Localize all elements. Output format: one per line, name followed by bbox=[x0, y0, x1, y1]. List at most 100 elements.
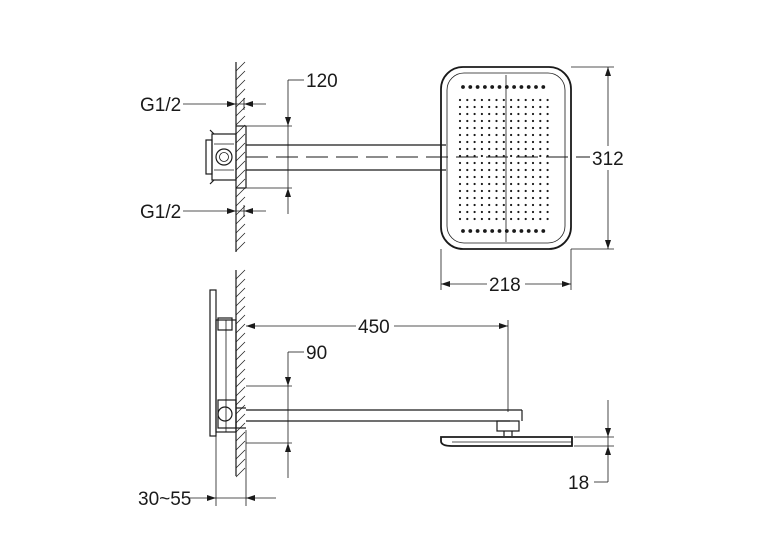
nozzle-dot bbox=[539, 112, 542, 116]
nozzle-dot bbox=[466, 175, 469, 179]
nozzle-dot bbox=[490, 229, 495, 233]
nozzle-dot bbox=[539, 133, 542, 137]
nozzle-dot bbox=[524, 175, 527, 179]
nozzle-dot bbox=[546, 203, 549, 207]
wall-hatch-line bbox=[235, 395, 246, 406]
nozzle-dot bbox=[458, 161, 462, 165]
nozzle-dot bbox=[495, 203, 498, 207]
nozzle-dot bbox=[502, 217, 505, 221]
nozzle-dot bbox=[466, 98, 469, 102]
nozzle-dot bbox=[541, 85, 546, 89]
nozzle-dot bbox=[466, 161, 469, 165]
nozzle-dot bbox=[531, 154, 535, 158]
wall-hatch-line bbox=[235, 214, 246, 225]
nozzle-dot bbox=[461, 85, 465, 89]
nozzle-dot bbox=[458, 154, 462, 158]
nozzle-dot bbox=[510, 189, 513, 193]
dim-450-label: 450 bbox=[358, 317, 390, 338]
nozzle-dot bbox=[534, 229, 538, 233]
nozzle-dot bbox=[458, 105, 462, 109]
nozzle-dot bbox=[502, 175, 505, 179]
dim-18: 18 bbox=[568, 400, 614, 494]
nozzle-dot bbox=[488, 175, 491, 179]
nozzle-dot bbox=[510, 119, 513, 123]
nozzle-dot bbox=[524, 161, 527, 165]
nozzle-dot bbox=[480, 203, 483, 207]
nozzle-dot bbox=[488, 140, 491, 144]
nozzle-dot bbox=[517, 210, 520, 214]
wall-hatch-line bbox=[235, 151, 246, 162]
nozzle-dot bbox=[519, 85, 524, 89]
nozzle-dot bbox=[531, 189, 535, 193]
wall-hatch-line bbox=[235, 269, 246, 280]
wall-hatch-line bbox=[235, 431, 246, 442]
wall-hatch-line bbox=[235, 187, 246, 198]
nozzle-dot bbox=[480, 119, 483, 123]
nozzle-dot bbox=[473, 112, 476, 116]
wall-hatch-line bbox=[235, 458, 246, 469]
nozzle-dot bbox=[466, 182, 469, 186]
nozzle-dot bbox=[488, 105, 491, 109]
nozzle-dot bbox=[524, 196, 527, 200]
wall-hatch-line bbox=[235, 440, 246, 451]
nozzle-dot bbox=[466, 105, 469, 109]
nozzle-dot bbox=[458, 210, 462, 214]
nozzle-dot bbox=[517, 175, 520, 179]
nozzle-dot bbox=[473, 147, 476, 151]
nozzle-dot bbox=[510, 147, 513, 151]
wall-hatch-line bbox=[235, 97, 246, 108]
nozzle-dot bbox=[480, 154, 483, 158]
dim-g12-bottom: G1/2 bbox=[140, 202, 266, 223]
nozzle-dot bbox=[531, 133, 535, 137]
nozzle-dot bbox=[473, 217, 476, 221]
nozzle-dot bbox=[517, 98, 520, 102]
nozzle-dot bbox=[546, 168, 549, 172]
nozzle-dot bbox=[502, 182, 505, 186]
nozzle-dot bbox=[480, 140, 483, 144]
nozzle-dot bbox=[458, 189, 462, 193]
nozzle-dot bbox=[488, 217, 491, 221]
nozzle-dot bbox=[546, 217, 549, 221]
nozzle-dot bbox=[480, 126, 483, 130]
nozzle-dot bbox=[539, 119, 542, 123]
nozzle-dot bbox=[539, 203, 542, 207]
wall-hatch-line bbox=[235, 332, 246, 343]
wall-hatch-line bbox=[235, 232, 246, 243]
nozzle-dot bbox=[546, 98, 549, 102]
wall-hatch-line bbox=[235, 142, 246, 153]
nozzle-dot bbox=[495, 119, 498, 123]
dim-218-label: 218 bbox=[489, 275, 521, 296]
nozzle-dot bbox=[510, 133, 513, 137]
nozzle-dot bbox=[539, 175, 542, 179]
nozzle-dot bbox=[502, 154, 505, 158]
dim-90-label: 90 bbox=[306, 343, 327, 364]
nozzle-dot bbox=[531, 98, 535, 102]
nozzle-dot bbox=[458, 126, 462, 130]
nozzle-dot bbox=[480, 133, 483, 137]
nozzle-dot bbox=[488, 168, 491, 172]
dim-120-label: 120 bbox=[306, 71, 338, 92]
nozzle-dot bbox=[512, 85, 516, 89]
nozzle-dot bbox=[517, 189, 520, 193]
wall-hatch-line bbox=[235, 350, 246, 361]
nozzle-dot bbox=[531, 210, 535, 214]
dim-g12-bottom-label: G1/2 bbox=[140, 202, 181, 223]
nozzle-dot bbox=[546, 126, 549, 130]
nozzle-dot bbox=[524, 203, 527, 207]
nozzle-dot bbox=[466, 119, 469, 123]
nozzle-dot bbox=[502, 98, 505, 102]
nozzle-dot bbox=[510, 98, 513, 102]
nozzle-dot bbox=[502, 168, 505, 172]
nozzle-dot bbox=[466, 189, 469, 193]
wall-hatch-line bbox=[235, 449, 246, 460]
nozzle-dot bbox=[488, 112, 491, 116]
nozzle-dot bbox=[546, 112, 549, 116]
nozzle-dot bbox=[524, 105, 527, 109]
nozzle-dot bbox=[495, 147, 498, 151]
nozzle-dot bbox=[466, 203, 469, 207]
nozzle-dot bbox=[517, 217, 520, 221]
nozzle-dot bbox=[541, 229, 546, 233]
nozzle-dot bbox=[495, 154, 498, 158]
wall-hatch-line bbox=[235, 386, 246, 397]
